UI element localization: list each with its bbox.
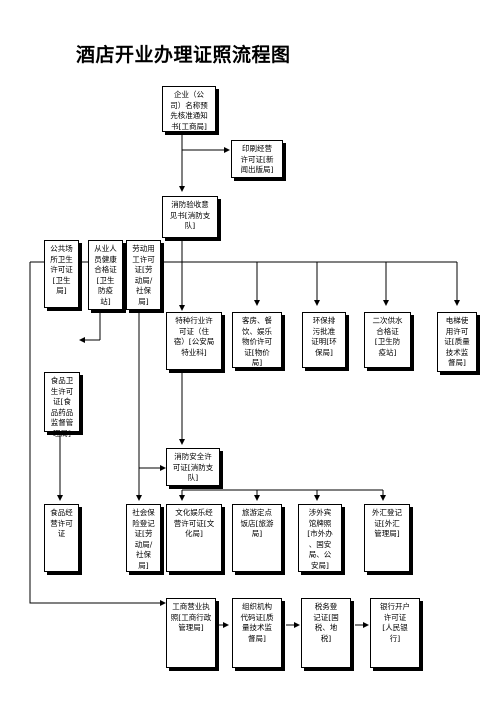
connector xyxy=(181,132,230,153)
environment-box: 环保排 污批准 证明[环 保局] xyxy=(302,312,346,368)
name-approval-box: 企业（公 司）名称预 先核准通知 书[工商局] xyxy=(162,86,216,132)
public-health-box: 公共场 所卫生 许可证 [卫生 局] xyxy=(44,240,79,308)
room-price-box: 客房、餐 饮、娱乐 物价许可 证[物价 局] xyxy=(232,312,282,368)
connector xyxy=(29,262,166,606)
fire-safety-box: 消防安全许 可证[消防支 队] xyxy=(166,448,220,486)
fire-acceptance-box: 消防验收意 见书[消防支 队] xyxy=(162,196,218,238)
culture-entertainment-box: 文化娱乐经 营许可证[文 化局] xyxy=(166,504,222,572)
tax-box: 税务登 记证[国 税、地 税] xyxy=(301,598,351,668)
special-industry-box: 特种行业许 可证（住 宿）[公安局 特业科] xyxy=(166,312,222,370)
business-license-box: 工商营业执 照[工商行政 管理局] xyxy=(166,598,216,668)
staff-health-box: 从业人 员健康 合格证 [卫生 防疫 站] xyxy=(88,240,123,310)
food-business-box: 食品经 营许可 证 xyxy=(44,504,79,572)
foreign-guest-box: 涉外宾 馆牌照 [市外办 、国安 局、公 安局] xyxy=(298,504,342,572)
page-title: 酒店开业办理证照流程图 xyxy=(76,44,291,66)
food-hygiene-box: 食品卫 生许可 证[食 品药品 监督管 理局] xyxy=(44,372,80,438)
forex-box: 外汇登记 证[外汇 管理局] xyxy=(364,504,410,572)
social-insurance-box: 社会保 险登记 证[劳 动局/ 社保 局] xyxy=(126,504,161,572)
elevator-box: 电梯使 用许可 证[质量 技术监 督局] xyxy=(437,312,477,372)
bank-account-box: 银行开户 许可证 [人民银 行] xyxy=(370,598,420,668)
water-supply-box: 二次供水 合格证 [卫生防 疫站] xyxy=(364,312,411,368)
org-code-box: 组织机构 代码证[质 量技术监 督局] xyxy=(232,598,282,668)
connector xyxy=(138,310,166,471)
tourism-box: 旅游定点 饭店[旅游 局] xyxy=(232,504,282,572)
printing-permit-box: 印刷经营 许可证[新 闻出版局] xyxy=(231,140,283,178)
labor-permit-box: 劳动用 工许可 证[劳 动局/ 社保 局] xyxy=(126,240,161,310)
